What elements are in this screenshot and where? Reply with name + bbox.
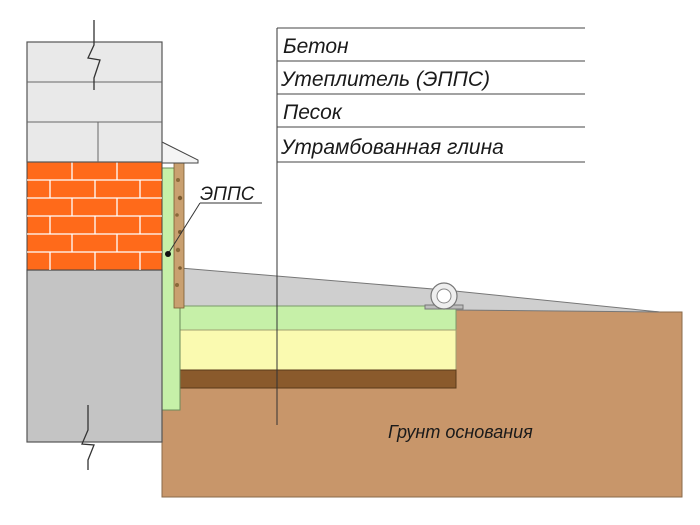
layer-legend: Бетон Утеплитель (ЭППС) Песок Утрамбован… xyxy=(277,27,585,163)
concrete-layer xyxy=(179,267,661,313)
epps-leader xyxy=(167,202,201,255)
break-line-icon xyxy=(87,20,101,90)
gravel-strip xyxy=(173,161,185,309)
epps-leader-dot xyxy=(165,251,171,257)
flashing xyxy=(161,141,199,164)
insulation-layer xyxy=(179,305,457,331)
break-line-icon xyxy=(81,405,95,470)
legend-item-insulation: Утеплитель (ЭППС) xyxy=(280,68,490,91)
block-wall xyxy=(26,41,163,163)
legend-item-concrete: Бетон xyxy=(283,35,349,58)
sand-layer xyxy=(179,329,457,371)
legend-item-sand: Песок xyxy=(283,101,343,124)
ground-label: Грунт основания xyxy=(388,422,533,442)
drain-pipe-icon xyxy=(424,282,464,310)
plinth-wall xyxy=(26,269,163,443)
clay-layer xyxy=(179,369,457,389)
epps-label: ЭППС xyxy=(200,184,255,205)
legend-item-clay: Утрамбованная глина xyxy=(280,136,504,159)
brick-masonry xyxy=(26,161,163,271)
